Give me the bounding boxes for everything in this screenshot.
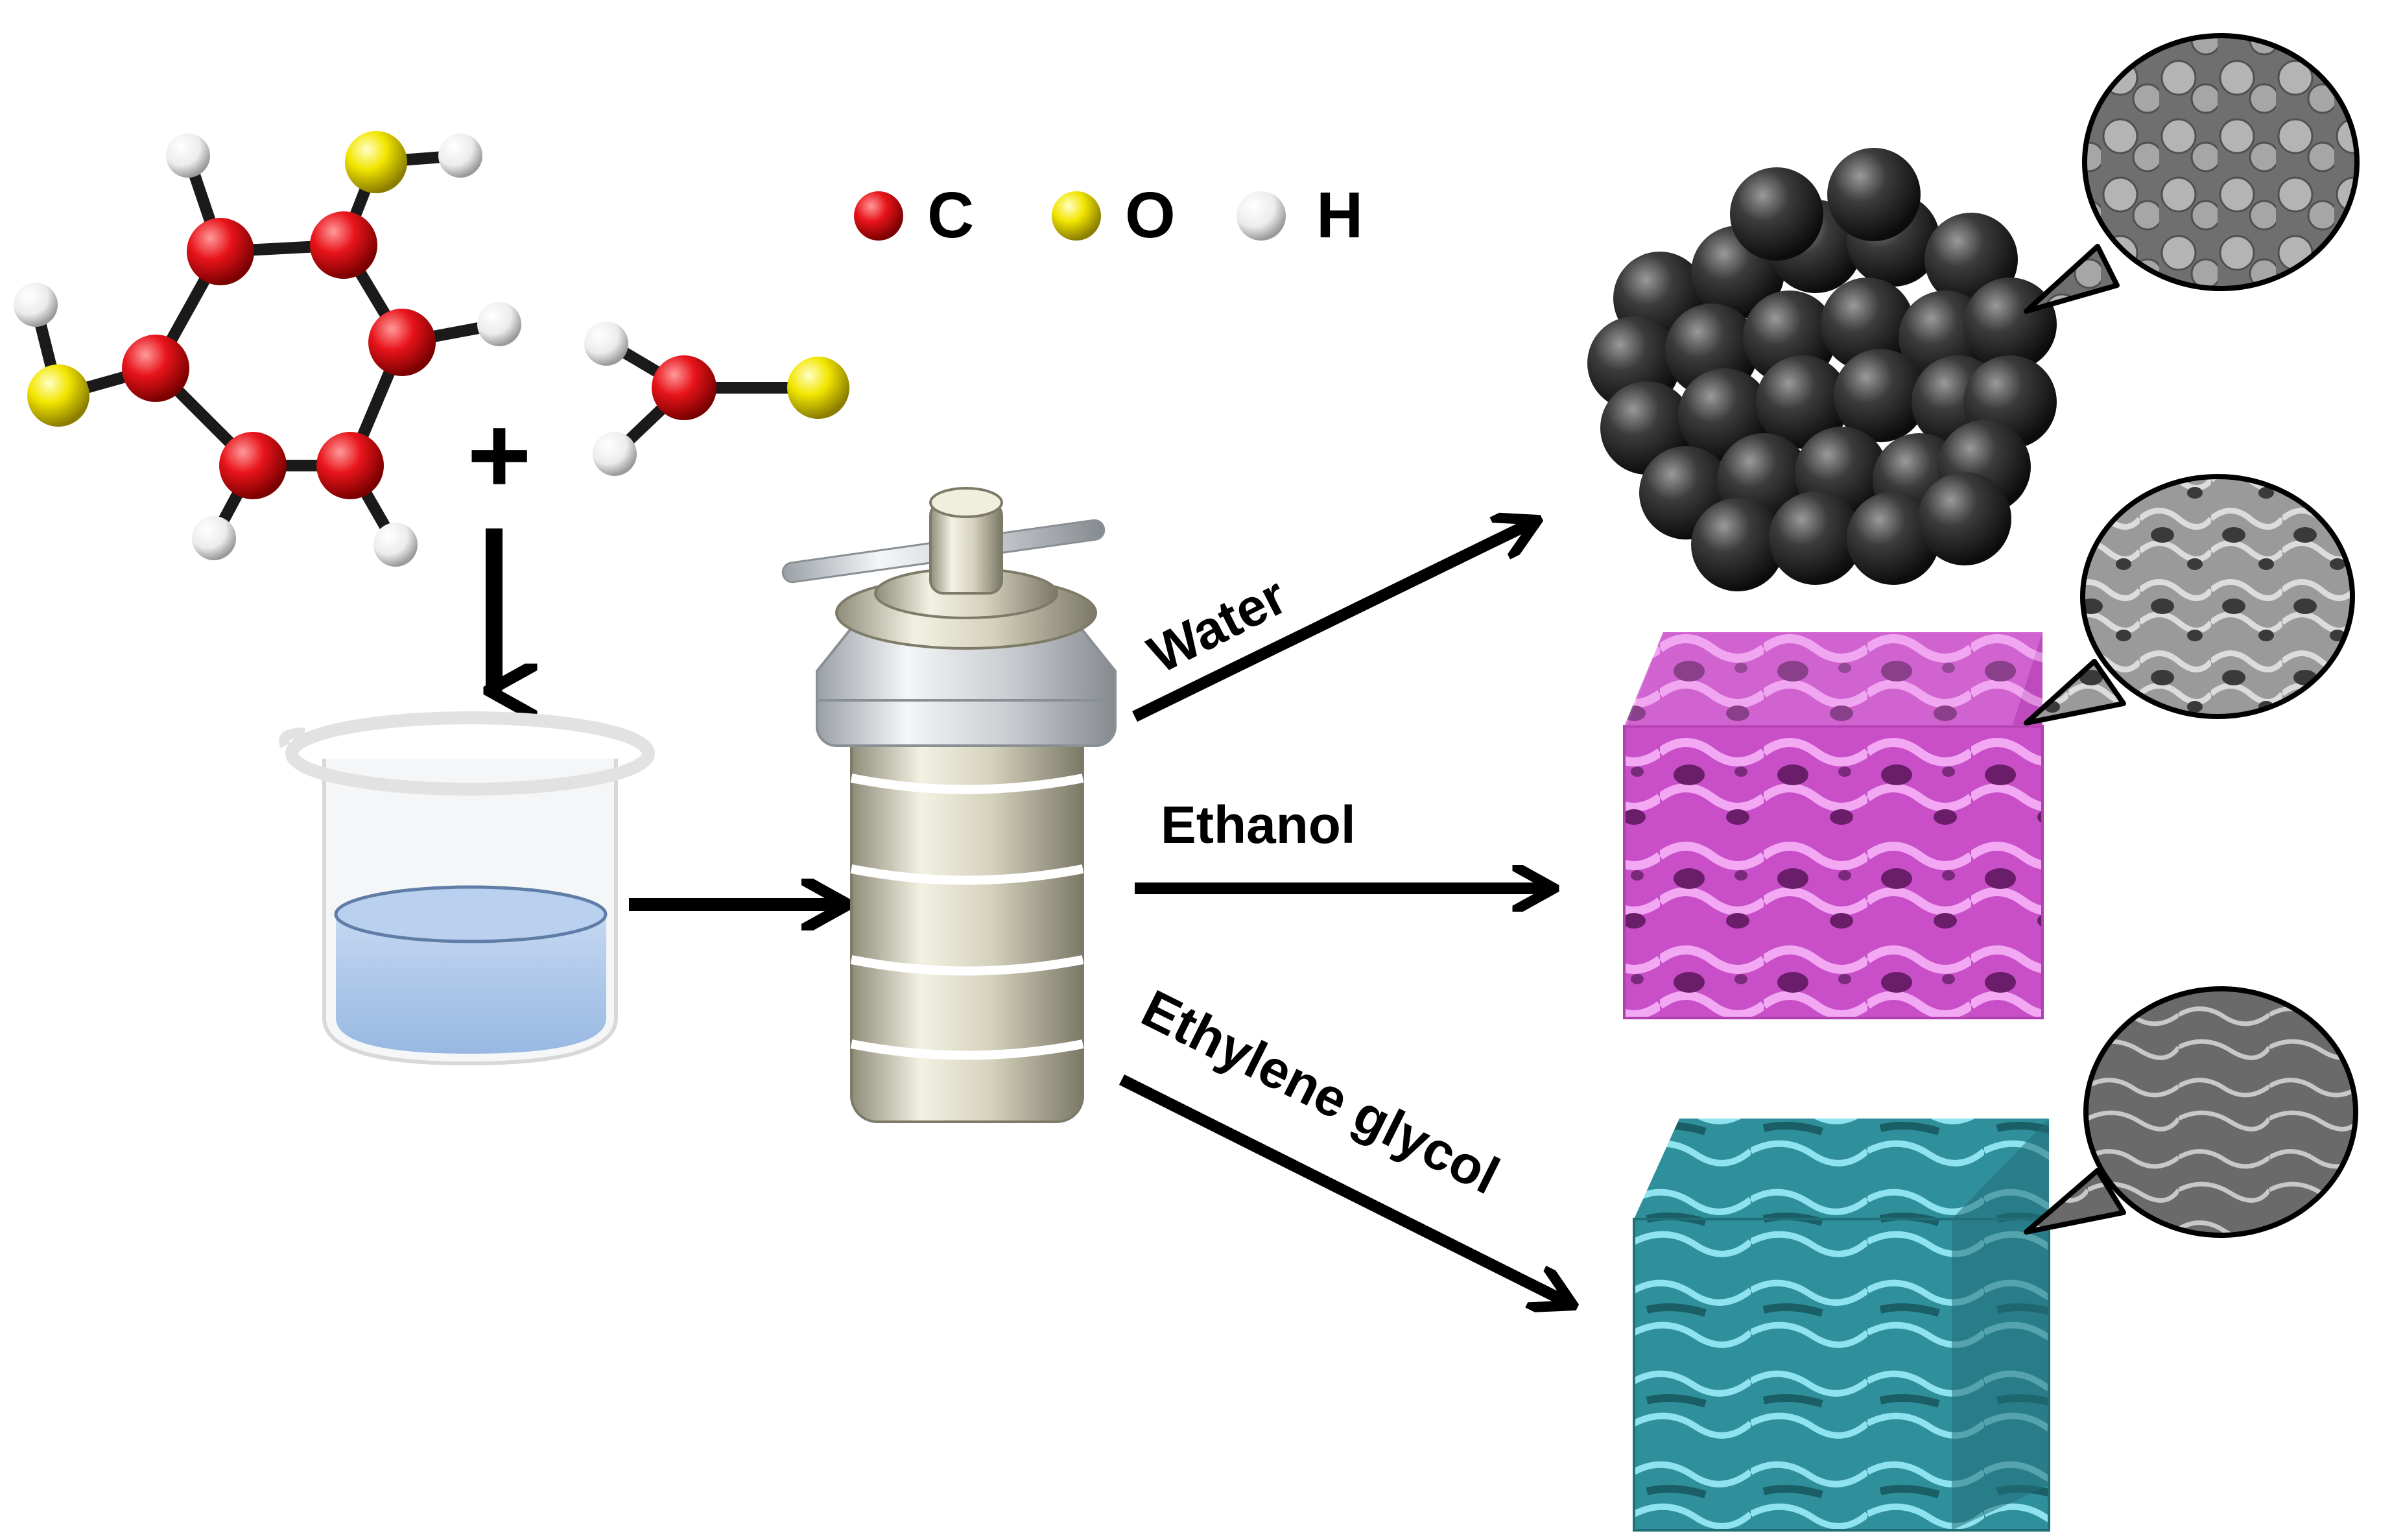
- legend-oxygen-label: O: [1125, 179, 1176, 252]
- sem-bubble-spheres: [2024, 33, 2360, 314]
- route-label-ethylene-glycol: Ethylene glycol: [1133, 979, 1508, 1206]
- hydrogen-atom: [477, 302, 521, 346]
- autoclave: [781, 487, 1117, 1123]
- carbon-atom: [652, 355, 716, 420]
- carbon-atom: [122, 335, 189, 402]
- carbon-sphere-cluster: [1587, 148, 2057, 591]
- oxygen-atom: [345, 131, 407, 193]
- hydrogen-atom: [192, 516, 236, 560]
- carbon-atom: [368, 309, 436, 376]
- legend-carbon-label: C: [927, 179, 974, 252]
- atom-legend: C O H: [854, 179, 1363, 252]
- oxygen-atom: [27, 364, 89, 427]
- legend-hydrogen-label: H: [1316, 179, 1363, 252]
- carbon-sphere: [1963, 278, 2057, 371]
- route-label-ethanol: Ethanol: [1161, 796, 1356, 855]
- sem-bubble-porous: [2024, 474, 2355, 726]
- hydrogen-atom: [438, 134, 482, 178]
- legend-carbon-swatch: [854, 191, 903, 241]
- carbon-sphere: [1730, 167, 1823, 261]
- legend-oxygen-swatch: [1052, 191, 1101, 241]
- carbon-sphere: [1918, 472, 2011, 565]
- solution: [336, 914, 606, 1054]
- beaker: [279, 711, 655, 1066]
- resorcinol-molecule: [14, 131, 521, 567]
- hydrogen-atom: [584, 322, 628, 366]
- route-label-water: Water: [1139, 566, 1296, 685]
- formaldehyde-molecule: [584, 322, 849, 476]
- ethylene-glycol-arrow: [1119, 1074, 1569, 1303]
- carbon-sphere: [1691, 498, 1784, 591]
- carbon-sphere: [1821, 278, 1914, 371]
- carbon-atom: [219, 432, 287, 499]
- carbon-sphere: [1847, 492, 1940, 585]
- sem-bubble-layered: [2024, 986, 2358, 1238]
- route-ethanol: Ethanol: [1135, 796, 1550, 888]
- hydrogen-atom: [166, 134, 210, 178]
- layered-cube-ethylene-glycol: [1633, 1119, 2050, 1532]
- carbon-atom: [187, 218, 254, 285]
- hydrogen-atom: [14, 283, 58, 327]
- hydrogen-atom: [593, 432, 637, 476]
- hydrogen-atom: [373, 523, 418, 567]
- route-ethylene-glycol: Ethylene glycol: [1119, 979, 1569, 1303]
- plus-sign: +: [467, 394, 531, 517]
- porous-cube-ethanol: [1623, 632, 2044, 1019]
- carbon-sphere: [1756, 355, 1849, 449]
- water-arrow: [1132, 522, 1533, 722]
- carbon-sphere: [1834, 349, 1927, 442]
- oxygen-atom: [787, 357, 849, 419]
- carbon-atom: [310, 211, 377, 279]
- carbon-sphere: [1827, 148, 1921, 241]
- carbon-atom: [316, 432, 384, 499]
- route-water: Water: [1132, 522, 1533, 722]
- legend-hydrogen-swatch: [1237, 191, 1286, 241]
- carbon-sphere: [1769, 492, 1862, 585]
